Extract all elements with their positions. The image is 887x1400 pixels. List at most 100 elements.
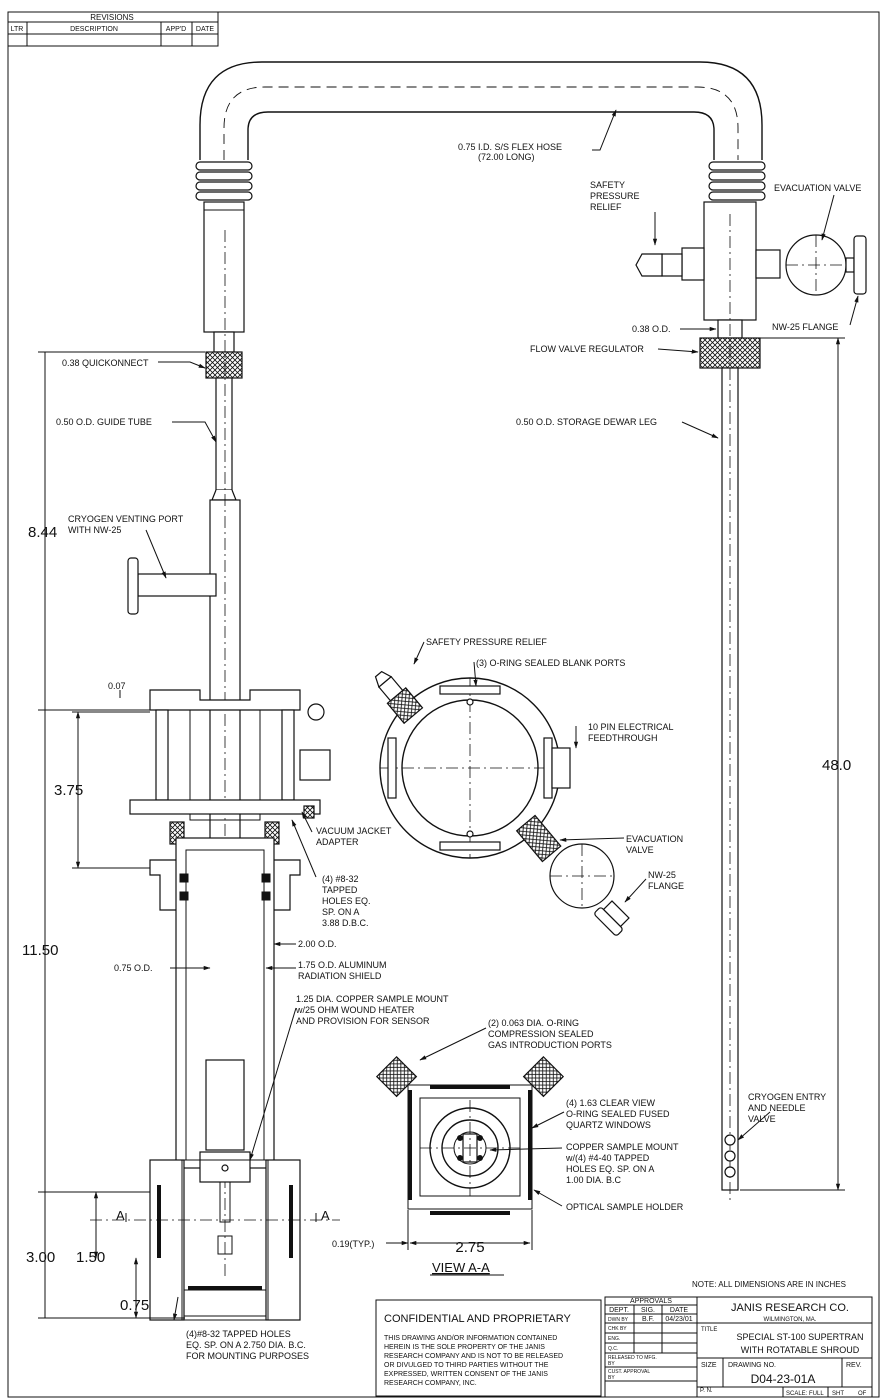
drawing-number: D04-23-01A — [751, 1372, 816, 1386]
dimension-lines — [38, 337, 845, 1319]
confidential-line-3: RESEARCH COMPANY AND IS NOT TO BE RELEAS… — [384, 1353, 563, 1360]
cryogen-entry-label-3: VALVE — [748, 1114, 776, 1124]
dwn-date: 04/23/01 — [665, 1316, 692, 1323]
od-038-label: 0.38 O.D. — [632, 324, 671, 334]
title-block: NOTE: ALL DIMENSIONS ARE IN INCHES CONFI… — [375, 1280, 873, 1398]
cryogen-entry-label-1: CRYOGEN ENTRY — [748, 1092, 826, 1102]
confidential-line-2: HEREIN IS THE SOLE PROPERTY OF THE JANIS — [384, 1344, 545, 1351]
transfer-line-assembly — [127, 201, 331, 1321]
section-mark-left: A — [116, 1208, 125, 1223]
radiation-shield-label-1: 1.75 O.D. ALUMINUM — [298, 960, 387, 970]
od-075-label: 0.75 O.D. — [114, 963, 153, 973]
windows-label-3: QUARTZ WINDOWS — [566, 1120, 651, 1130]
safety-relief-label-2: PRESSURE — [590, 191, 640, 201]
windows-label-2: O-RING SEALED FUSED — [566, 1109, 670, 1119]
sheet-border — [7, 11, 880, 1398]
blank-ports-label: (3) O-RING SEALED BLANK PORTS — [476, 658, 625, 668]
top-evac-label-2: VALVE — [626, 845, 654, 855]
released-label-2: BY — [608, 1361, 615, 1367]
approvals-dept: DEPT. — [609, 1307, 629, 1314]
tapped-holes-jacket-3: HOLES EQ. — [322, 896, 371, 906]
company-location: WILMINGTON, MA. — [764, 1317, 817, 1323]
dim-375: 3.75 — [54, 782, 83, 799]
confidential-line-1: THIS DRAWING AND/OR INFORMATION CONTAINE… — [384, 1335, 557, 1342]
confidential-line-4: OR DIVULGED TO THIRD PARTIES WITHOUT THE — [384, 1362, 549, 1369]
view-a-a-title: VIEW A-A — [432, 1260, 490, 1275]
revisions-col-appd: APP'D — [166, 26, 186, 33]
od-200-label: 2.00 O.D. — [298, 939, 337, 949]
dim-150: 1.50 — [76, 1249, 105, 1266]
dwn-sig: B.F. — [642, 1316, 654, 1323]
guide-tube-label: 0.50 O.D. GUIDE TUBE — [56, 417, 152, 427]
tapped-holes-jacket-4: SP. ON A — [322, 907, 359, 917]
approvals-sig: SIG. — [641, 1307, 655, 1314]
mounting-holes-label-3: FOR MOUNTING PURPOSES — [186, 1351, 309, 1361]
feedthrough-label-2: FEEDTHROUGH — [588, 733, 658, 743]
approvals-date: DATE — [670, 1307, 688, 1314]
flow-valve-label: FLOW VALVE REGULATOR — [530, 344, 644, 354]
company-name: JANIS RESEARCH CO. — [731, 1302, 849, 1314]
sample-mount-label-2: w/(4) #4-40 TAPPED — [565, 1153, 650, 1163]
venting-port-label-2: WITH NW-25 — [68, 525, 121, 535]
confidential-title: CONFIDENTIAL AND PROPRIETARY — [384, 1313, 571, 1325]
view-width-dimension: 2.75 — [455, 1239, 484, 1256]
dewar-leg-assembly — [635, 201, 867, 1200]
revisions-col-description: DESCRIPTION — [70, 26, 118, 33]
copper-mount-label-3: AND PROVISION FOR SENSOR — [296, 1016, 430, 1026]
dim-300: 3.00 — [26, 1249, 55, 1266]
nw25-flange-label: NW-25 FLANGE — [772, 322, 838, 332]
cryogen-entry-label-2: AND NEEDLE — [748, 1103, 806, 1113]
flex-hose-length: (72.00 LONG) — [478, 152, 535, 162]
dim-844: 8.44 — [28, 524, 57, 541]
confidential-line-6: RESEARCH COMPANY, INC. — [384, 1380, 477, 1387]
typ-019-label: 0.19(TYP.) — [332, 1239, 374, 1249]
dim-1150: 11.50 — [22, 942, 58, 959]
top-nw25-label-2: FLANGE — [648, 881, 684, 891]
quickconnect-label: 0.38 QUICKONNECT — [62, 358, 149, 368]
dim-075: 0.75 — [120, 1297, 149, 1314]
scale-label: SCALE: FULL — [786, 1391, 824, 1397]
cust-approval-label-1: CUST. APPROVAL — [608, 1369, 650, 1375]
dim-007: 0.07 — [108, 681, 126, 691]
gas-ports-label-1: (2) 0.063 DIA. O-RING — [488, 1018, 579, 1028]
revisions-col-date: DATE — [196, 26, 214, 33]
top-safety-label: SAFETY PRESSURE RELIEF — [426, 637, 547, 647]
sample-mount-label-3: HOLES EQ. SP. ON A — [566, 1164, 654, 1174]
windows-label-1: (4) 1.63 CLEAR VIEW — [566, 1098, 656, 1108]
sample-mount-label-1: COPPER SAMPLE MOUNT — [566, 1142, 679, 1152]
chk-by-label: CHK BY — [608, 1326, 627, 1332]
tapped-holes-jacket-2: TAPPED — [322, 885, 358, 895]
drawing-no-label: DRAWING NO. — [728, 1362, 776, 1369]
mounting-holes-label-1: (4)#8-32 TAPPED HOLES — [186, 1329, 291, 1339]
drawing-title-1: SPECIAL ST-100 SUPERTRAN — [736, 1332, 863, 1342]
revisions-table: REVISIONS LTR DESCRIPTION APP'D DATE — [7, 11, 219, 47]
gas-ports-label-2: COMPRESSION SEALED — [488, 1029, 594, 1039]
dwn-by-label: DWN BY — [608, 1317, 629, 1323]
rev-label: REV. — [846, 1362, 862, 1369]
gas-ports-label-3: GAS INTRODUCTION PORTS — [488, 1040, 612, 1050]
section-mark-right: A — [321, 1208, 330, 1223]
qc-label: Q.C. — [608, 1346, 618, 1352]
cust-approval-label-2: BY — [608, 1375, 615, 1381]
copper-mount-label-2: w/25 OHM WOUND HEATER — [295, 1005, 415, 1015]
venting-port-label-1: CRYOGEN VENTING PORT — [68, 514, 184, 524]
drawing-title-2: WITH ROTATABLE SHROUD — [741, 1345, 860, 1355]
pn-label: P. N. — [700, 1388, 713, 1394]
flex-hose — [195, 61, 766, 201]
mounting-holes-label-2: EQ. SP. ON A 2.750 DIA. B.C. — [186, 1340, 306, 1350]
top-evac-label-1: EVACUATION — [626, 834, 683, 844]
copper-mount-label-1: 1.25 DIA. COPPER SAMPLE MOUNT — [296, 994, 449, 1004]
dewar-leg-label: 0.50 O.D. STORAGE DEWAR LEG — [516, 417, 657, 427]
jacket-adapter-label-2: ADAPTER — [316, 837, 359, 847]
flex-hose-label: 0.75 I.D. S/S FLEX HOSE — [458, 142, 562, 152]
radiation-shield-label-2: RADIATION SHIELD — [298, 971, 382, 981]
view-a-a — [375, 1055, 565, 1215]
revisions-title: REVISIONS — [90, 13, 134, 22]
top-view — [374, 670, 630, 936]
sample-mount-label-4: 1.00 DIA. B.C — [566, 1175, 622, 1185]
confidential-line-5: EXPRESSED, WRITTEN CONSENT OF THE JANIS — [384, 1371, 548, 1378]
optical-holder-label: OPTICAL SAMPLE HOLDER — [566, 1202, 684, 1212]
size-label: SIZE — [701, 1362, 717, 1369]
safety-relief-label-1: SAFETY — [590, 180, 625, 190]
